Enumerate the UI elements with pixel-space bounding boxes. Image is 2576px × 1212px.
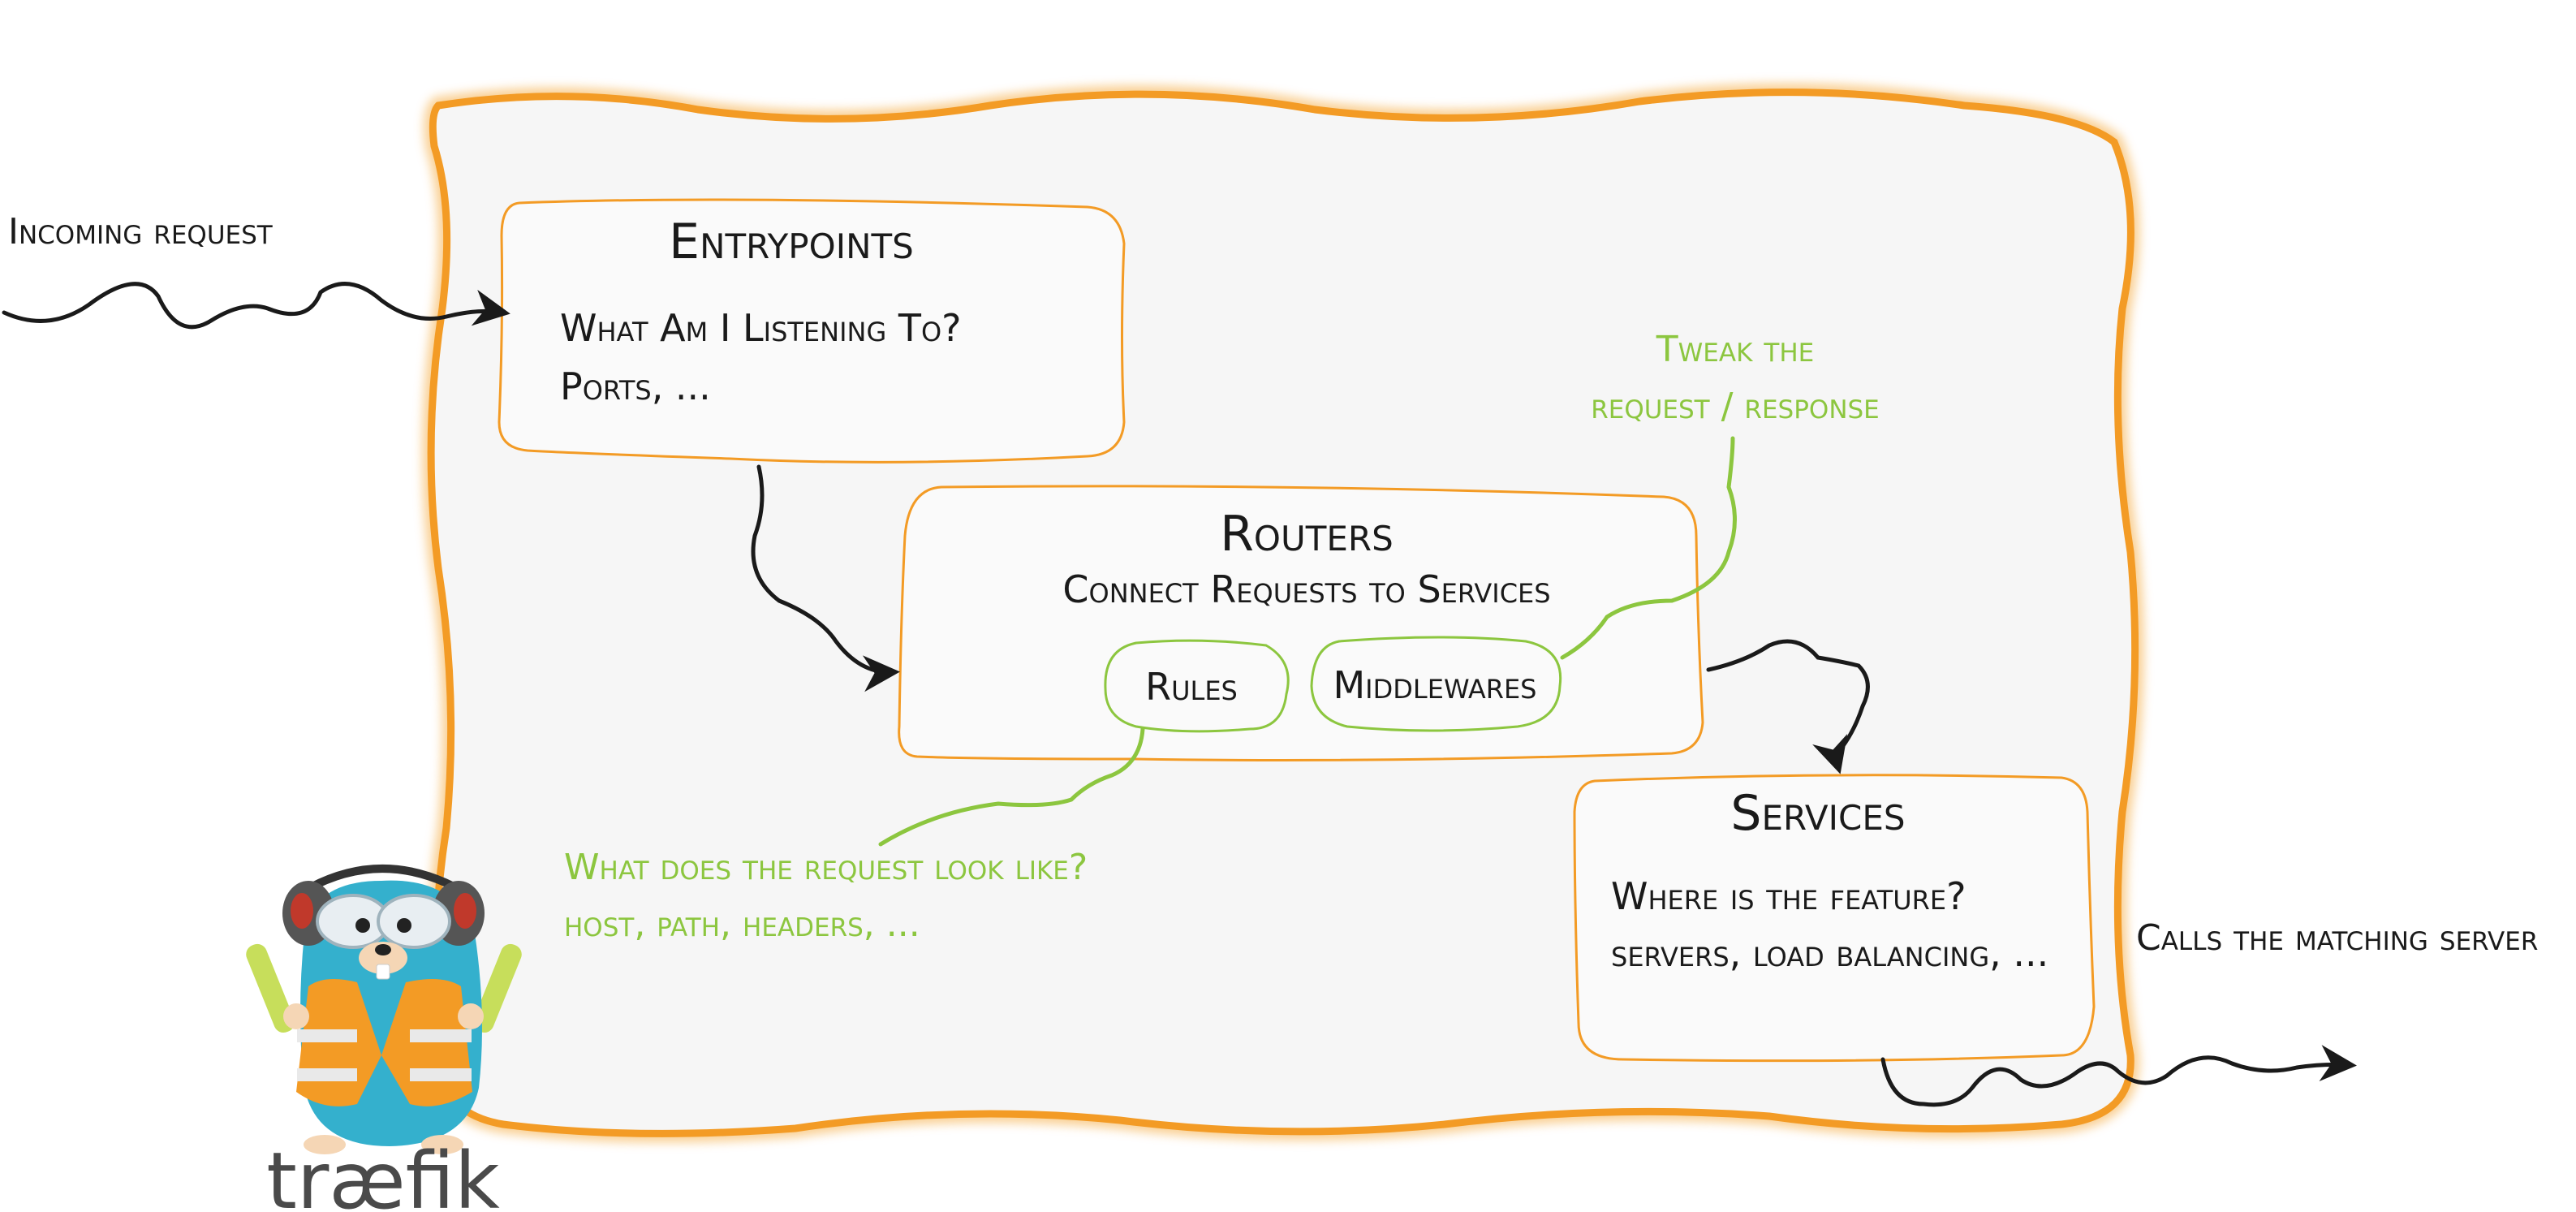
rules-pill: Rules (1104, 639, 1290, 733)
routers-to-services-arrow (1706, 639, 1870, 774)
green-connectors (878, 436, 1737, 847)
incoming-request-label: Incoming request (8, 211, 274, 252)
services-line2: servers, load balancing, ... (1611, 931, 2048, 975)
services-title: Services (1730, 785, 1905, 842)
services-outgoing-arrow (1880, 1045, 2357, 1107)
traefik-logo-text: træfik (266, 1136, 500, 1212)
tweak-label-line1: Tweak the (1656, 329, 1814, 370)
routers-subtitle: Connect Requests to Services (1062, 567, 1550, 611)
tweak-label-line2: request / response (1591, 386, 1880, 427)
services-line1: Where is the feature? (1611, 874, 1966, 918)
traefik-mascot (246, 865, 522, 1154)
entrypoints-title: Entrypoints (669, 214, 914, 270)
rules-label: Rules (1145, 665, 1238, 709)
services-box: Services Where is the feature? servers, … (1573, 774, 2096, 1063)
middlewares-pill: Middlewares (1310, 636, 1562, 732)
middlewares-to-tweak-line (1560, 436, 1737, 660)
right-glow-stick (472, 943, 522, 1033)
routers-box: Routers Connect Requests to Services Rul… (898, 485, 1704, 761)
rules-annotation-line1: What does the request look like? (564, 847, 1088, 888)
incoming-arrow (2, 282, 510, 330)
calls-server-label: Calls the matching server (2136, 917, 2538, 959)
black-arrows (2, 282, 2357, 1107)
middlewares-label: Middlewares (1333, 663, 1536, 707)
rules-to-annotation-line (878, 727, 1145, 847)
entrypoints-to-routers-arrow (751, 464, 900, 692)
entrypoints-box: Entrypoints What Am I Listening To? Port… (498, 198, 1126, 464)
entrypoints-line2: Ports, ... (560, 364, 711, 408)
routers-title: Routers (1220, 506, 1394, 563)
rules-annotation-line2: host, path, headers, ... (564, 904, 920, 945)
entrypoints-line1: What Am I Listening To? (560, 306, 962, 350)
left-glow-stick (246, 943, 295, 1033)
